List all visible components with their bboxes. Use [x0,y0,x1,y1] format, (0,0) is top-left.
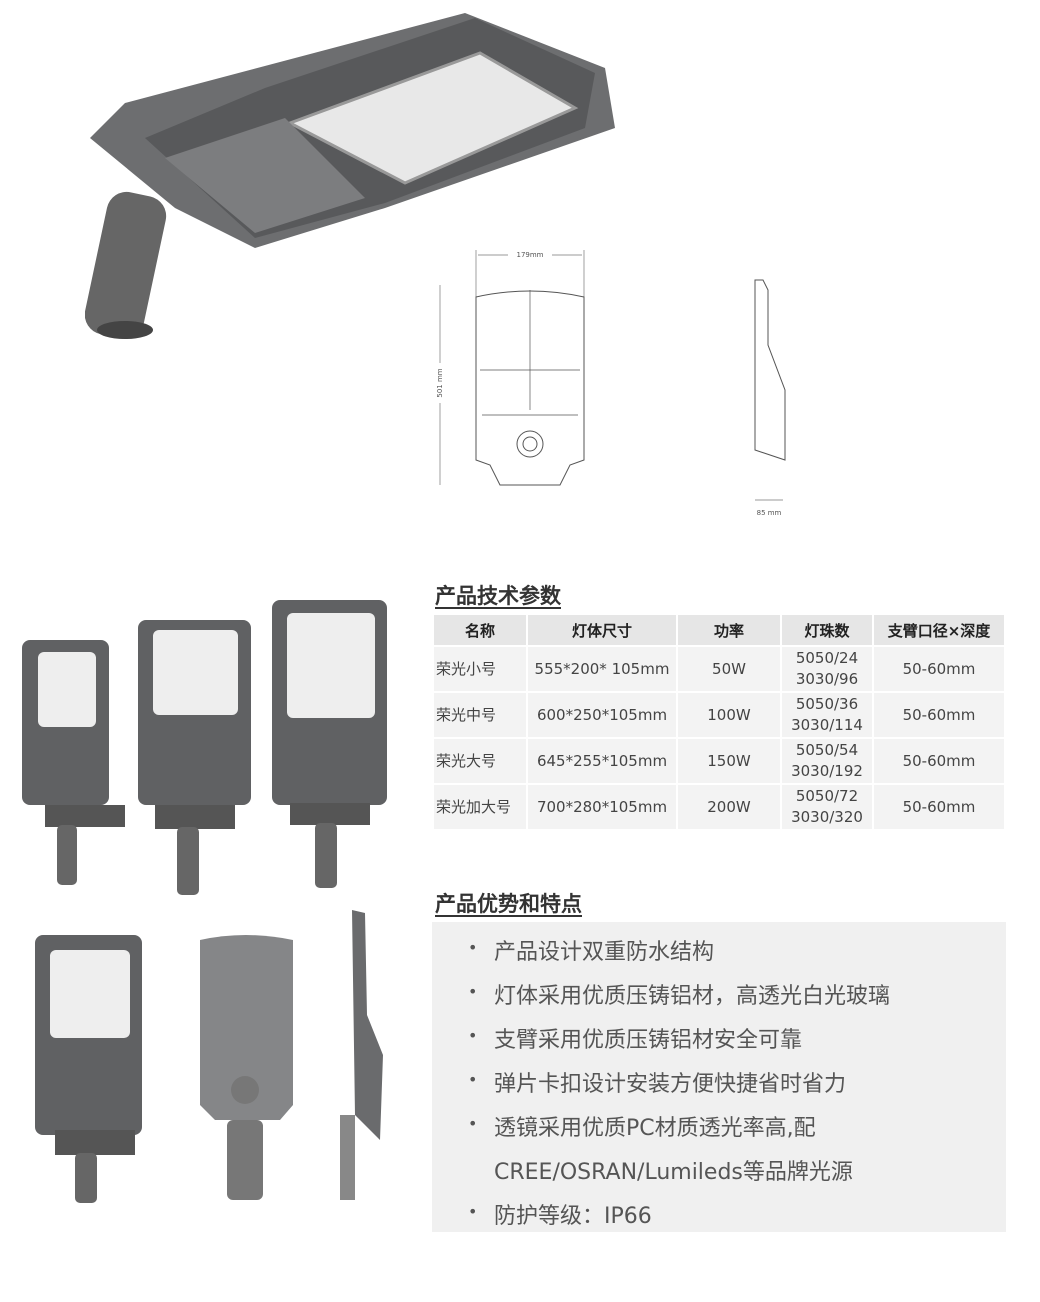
cell-name: 荣光中号 [434,693,526,737]
led-5050: 5050/24 [795,649,859,667]
lamp-front [35,935,142,1203]
feature-text: 防护等级：IP66 [494,1204,652,1229]
led-3030: 3030/320 [791,808,863,826]
cell-size: 555*200* 105mm [528,647,676,691]
lamp-large [272,600,387,888]
feature-text: CREE/OSRAN/Lumileds等品牌光源 [494,1160,853,1185]
cell-power: 100W [678,693,780,737]
table-header-row: 名称 灯体尺寸 功率 灯珠数 支臂口径×深度 [434,615,1004,645]
cell-name: 荣光小号 [434,647,526,691]
features-title: 产品优势和特点 [435,892,582,916]
feature-text: 透镜采用优质PC材质透光率高,配 [494,1116,816,1141]
cell-name: 荣光加大号 [434,785,526,829]
bullet: • [468,1026,478,1045]
bullet: • [468,982,478,1001]
led-5050: 5050/72 [795,787,859,805]
cell-leds: 5050/72 3030/320 [782,785,872,829]
bullet: • [468,1202,478,1221]
header-leds: 灯珠数 [782,615,872,645]
led-3030: 3030/192 [791,762,863,780]
cell-arm: 50-60mm [874,785,1004,829]
specs-table: 名称 灯体尺寸 功率 灯珠数 支臂口径×深度 荣光小号 555*200* 105… [432,613,1006,831]
features-list: • 产品设计双重防水结构 • 灯体采用优质压铸铝材，高透光白光玻璃 • 支臂采用优质压… [432,922,1006,1232]
lamp-back [200,935,293,1200]
specs-title: 产品技术参数 [435,584,561,608]
depth-dimension: 85 mm [757,509,782,517]
header-name: 名称 [434,615,526,645]
lamp-side [340,910,383,1200]
hero-lamp-image [85,13,615,339]
lamp-small [22,640,125,885]
cell-name: 荣光大号 [434,739,526,783]
cell-power: 150W [678,739,780,783]
table-row: 荣光加大号 700*280*105mm 200W 5050/72 3030/320… [434,785,1004,829]
product-variants-image [22,600,387,1203]
bullet: • [468,938,478,957]
cell-arm: 50-60mm [874,739,1004,783]
header-size: 灯体尺寸 [528,615,676,645]
cell-leds: 5050/24 3030/96 [782,647,872,691]
table-row: 荣光小号 555*200* 105mm 50W 5050/24 3030/96 5… [434,647,1004,691]
led-3030: 3030/96 [795,670,859,688]
height-dimension: 501 mm [436,368,444,397]
feature-text: 灯体采用优质压铸铝材，高透光白光玻璃 [494,984,891,1009]
feature-text: 产品设计双重防水结构 [494,940,715,965]
cell-leds: 5050/36 3030/114 [782,693,872,737]
header-power: 功率 [678,615,780,645]
led-5050: 5050/54 [795,741,859,759]
cell-power: 200W [678,785,780,829]
feature-text: 支臂采用优质压铸铝材安全可靠 [494,1028,803,1053]
cell-size: 700*280*105mm [528,785,676,829]
cell-arm: 50-60mm [874,647,1004,691]
cell-arm: 50-60mm [874,693,1004,737]
header-arm: 支臂口径×深度 [874,615,1004,645]
cell-size: 645*255*105mm [528,739,676,783]
bullet: • [468,1070,478,1089]
lamp-medium [138,620,251,895]
feature-text: 弹片卡扣设计安装方便快捷省时省力 [494,1072,847,1097]
width-dimension: 179mm [517,251,544,259]
led-3030: 3030/114 [791,716,863,734]
cell-power: 50W [678,647,780,691]
cell-leds: 5050/54 3030/192 [782,739,872,783]
led-5050: 5050/36 [795,695,859,713]
bullet: • [468,1114,478,1133]
dimension-drawing: 179mm 501 mm 85 mm [434,250,786,517]
cell-size: 600*250*105mm [528,693,676,737]
